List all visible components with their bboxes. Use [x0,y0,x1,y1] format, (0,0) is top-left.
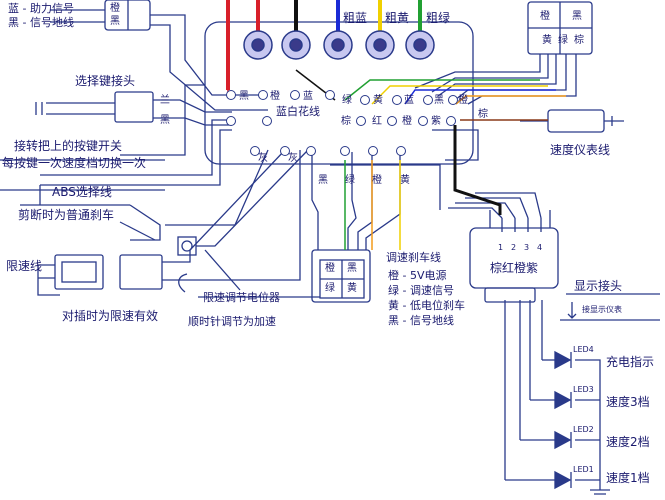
controller-row1-7: 橙 [458,95,468,106]
potentiometer-label: 限速调节电位器 [203,291,280,304]
thick-yellow-label: 粗黄 [385,11,410,25]
led4-name: LED4 [573,345,594,354]
speedometer-label: 速度仪表线 [550,143,611,157]
display-pin-4: 4 [537,243,543,252]
led1-name: LED1 [573,465,594,474]
controller-bottom-pin-1: 灰 [288,153,298,164]
led3-label: 速度3档 [606,395,650,409]
display-title: 显示接头 [574,279,623,293]
controller-center-label: 蓝白花线 [276,105,320,118]
controller-row1-3: 绿 [342,95,352,106]
led4-label: 充电指示 [606,355,655,369]
speed-limit-socket [119,254,163,290]
brake-cell-2: 绿 [325,283,335,294]
controller-row1-6: 黑 [434,95,444,106]
display-pin-2: 2 [511,243,517,252]
controller-row2-0: 棕 [341,116,351,127]
brake-cell-1: 黑 [347,263,357,274]
controller-row1-2: 蓝 [303,91,313,102]
tr-connector-c3: 黄 [542,35,552,46]
pin [392,95,402,105]
led1-label: 速度1档 [606,471,650,485]
controller-bottom-row-2: 橙 [372,175,382,186]
controller-bottom-row-0: 黑 [318,175,328,186]
brake-title: 调速刹车线 [386,251,441,264]
pin [448,95,458,105]
pin [396,146,406,156]
controller-row1-5: 蓝 [404,95,414,106]
controller-row1-4: 黄 [373,95,383,106]
top-left-connector-a: 橙 [110,3,120,14]
pin [325,90,335,100]
brake-legend-1: 绿 - 调速信号 [388,284,454,297]
controller-row1-0: 黑 [239,91,249,102]
top-left-note-1: 蓝 - 助力信号 [8,2,74,15]
selector-title: 选择键接头 [75,74,136,88]
selector-connector-body [114,91,154,123]
abs-title: ABS选择线 [52,185,112,199]
controller-row2-2: 橙 [402,116,412,127]
tr-connector-c2: 黑 [572,11,582,22]
display-sub: 接显示仪表 [582,305,622,314]
pin [262,116,272,126]
pin [340,146,350,156]
speed-limit-plug [54,254,104,290]
top-left-connector-b: 黑 [110,16,120,27]
speedometer-plug [547,109,605,133]
controller-row2-3: 紫 [431,116,441,127]
controller-row2-1: 红 [372,116,382,127]
brake-connector-body [311,249,371,303]
brake-legend-2: 黄 - 低电位刹车 [388,299,465,312]
selector-desc-2: 每按键一次速度档切换一次 [2,156,147,170]
selector-black: 黑 [160,115,170,126]
tr-connector-c1: 橙 [540,11,550,22]
pin [356,116,366,126]
controller-bottom-row-3: 黄 [400,175,410,186]
tr-connector-c5: 棕 [574,35,584,46]
brake-cell-3: 黄 [347,283,357,294]
tr-connector-c4: 绿 [558,35,568,46]
display-pin-1: 1 [498,243,504,252]
thick-blue-label: 粗蓝 [343,11,368,25]
led3-name: LED3 [573,385,594,394]
pin [306,146,316,156]
pin [423,95,433,105]
speed-limit-desc: 对插时为限速有效 [62,309,159,323]
display-pin-3: 3 [524,243,530,252]
speed-limit-label: 限速线 [6,259,43,273]
display-connector-body [469,227,559,289]
pin [290,90,300,100]
pin [446,116,456,126]
brake-legend-3: 黑 - 信号地线 [388,314,454,327]
pin [250,146,260,156]
potentiometer-desc: 顺时针调节为加速 [188,315,276,328]
pin [360,95,370,105]
pin [280,146,290,156]
pin [226,90,236,100]
pin [368,146,378,156]
thick-green-label: 粗绿 [426,11,451,25]
controller-row2-4: 棕 [478,109,488,120]
pin [387,116,397,126]
controller-row1-1: 橙 [270,91,280,102]
selector-desc-1: 接转把上的按键开关 [14,139,123,153]
abs-desc: 剪断时为普通刹车 [18,208,115,222]
display-wire-colors: 棕红橙紫 [490,261,539,275]
selector-blue: 兰 [160,95,170,106]
led2-label: 速度2档 [606,435,650,449]
brake-cell-0: 橙 [325,263,335,274]
brake-legend-0: 橙 - 5V电源 [388,269,447,282]
controller-bottom-row-1: 绿 [345,175,355,186]
top-left-note-2: 黑 - 信号地线 [8,16,74,29]
pin [226,116,236,126]
led2-name: LED2 [573,425,594,434]
controller-bottom-pin-0: 灰 [258,153,268,164]
pin [418,116,428,126]
pin [258,90,268,100]
